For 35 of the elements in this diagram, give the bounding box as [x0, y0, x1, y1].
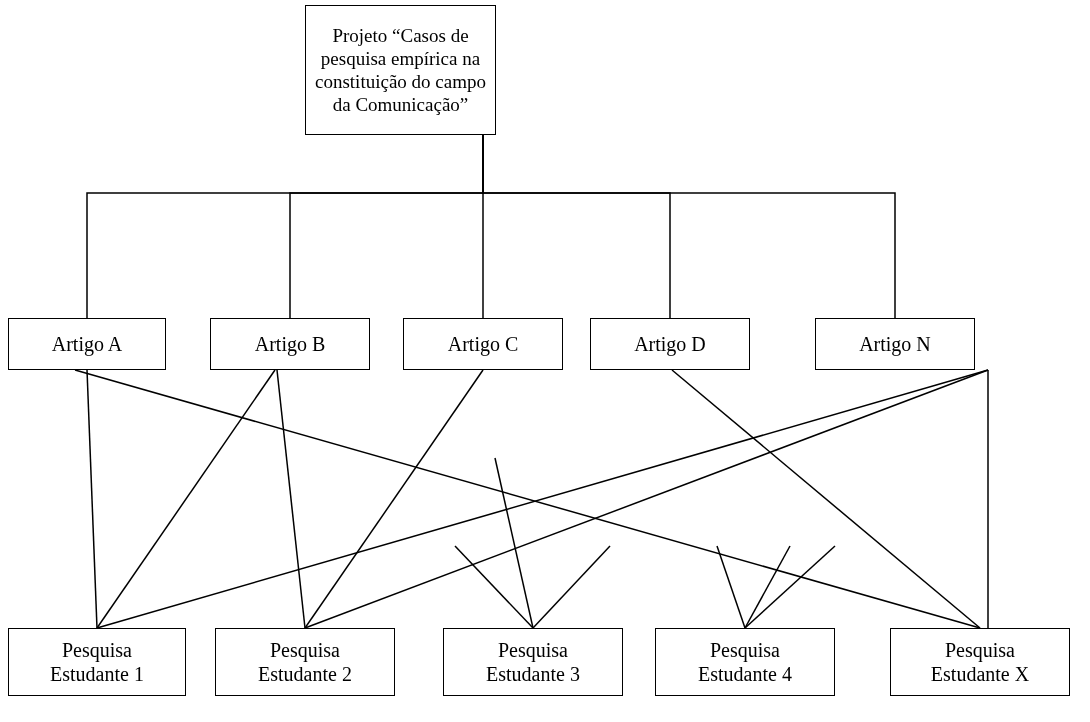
text-box [8, 318, 166, 370]
connector-line [671, 369, 981, 629]
node-label: Artigo N [859, 331, 931, 357]
connector-line [304, 369, 484, 629]
connector-line [96, 369, 276, 629]
connector-line [86, 369, 98, 629]
connector-line [744, 545, 791, 629]
connector-line [454, 545, 534, 629]
text-box [443, 628, 623, 696]
node-label: Pesquisa Estudante 3 [485, 637, 581, 687]
connector-line [532, 545, 611, 629]
node-label: Pesquisa Estudante X [929, 637, 1031, 687]
text-box [815, 318, 975, 370]
text-box [655, 628, 835, 696]
node-label: Artigo D [634, 331, 706, 357]
connector-line [744, 545, 836, 629]
text-box [8, 628, 186, 696]
connector-line [276, 369, 306, 629]
connector-line [494, 457, 534, 629]
text-box [403, 318, 563, 370]
text-box [210, 318, 370, 370]
text-box [590, 318, 750, 370]
node-label: Projeto “Casos de pesquisa empírica na constituição do campo da Comunicação” [314, 23, 487, 117]
node-label: Artigo B [254, 331, 326, 357]
connector-line [304, 369, 989, 629]
node-label: Artigo C [447, 331, 519, 357]
node-label: Pesquisa Estudante 1 [49, 637, 145, 687]
connector-line [987, 369, 989, 629]
text-box [215, 628, 395, 696]
node-label: Artigo A [51, 331, 123, 357]
connector-line [716, 545, 746, 629]
text-box [890, 628, 1070, 696]
text-box [305, 5, 496, 135]
node-label: Pesquisa Estudante 4 [697, 637, 793, 687]
node-label: Pesquisa Estudante 2 [257, 637, 353, 687]
